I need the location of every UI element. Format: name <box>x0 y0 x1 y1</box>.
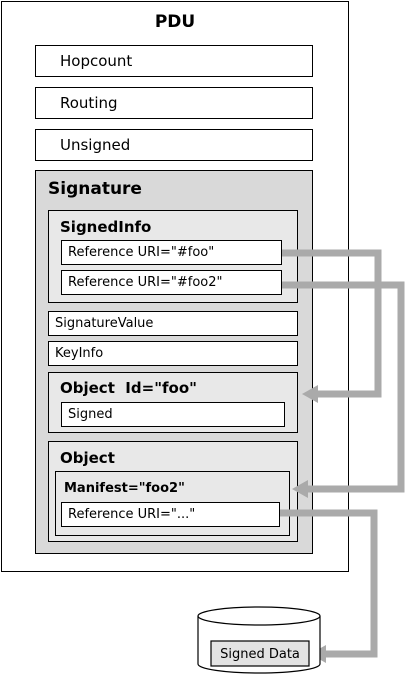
manifest-title: Manifest="foo2" <box>64 481 185 496</box>
key-info-label: KeyInfo <box>55 346 104 361</box>
routing-field: Routing <box>35 87 313 119</box>
arrow-signed-data <box>280 509 378 658</box>
object-foo-signed-field: Signed <box>61 402 285 427</box>
signed-data-label: Signed Data <box>220 647 300 662</box>
signature-value-label: SignatureValue <box>55 316 154 331</box>
pdu-title: PDU <box>154 12 196 32</box>
object-foo-title: Object Id="foo" <box>60 379 197 397</box>
unsigned-label: Unsigned <box>60 136 131 154</box>
reference-foo2-label: Reference URI="#foo2" <box>68 275 223 290</box>
reference-foo2-field: Reference URI="#foo2" <box>61 270 282 295</box>
cylinder-top <box>197 606 321 626</box>
arrow-foo <box>282 249 382 398</box>
object-foo-signed-label: Signed <box>68 407 113 422</box>
signed-info-title: SignedInfo <box>60 218 152 236</box>
reference-foo-field: Reference URI="#foo" <box>61 240 282 265</box>
manifest-reference-label: Reference URI="..." <box>68 507 196 522</box>
arrowhead-foo <box>302 385 318 403</box>
signed-data-storage <box>197 606 321 674</box>
arrow-group <box>280 249 405 658</box>
manifest-reference-field: Reference URI="..." <box>61 502 280 527</box>
arrow-foo2 <box>282 281 405 493</box>
routing-label: Routing <box>60 94 118 112</box>
object-title: Object <box>60 449 115 467</box>
signature-title: Signature <box>48 179 142 199</box>
arrowhead-foo2 <box>292 480 308 498</box>
unsigned-field: Unsigned <box>35 129 313 161</box>
signature-value-field: SignatureValue <box>48 311 298 336</box>
hopcount-field: Hopcount <box>35 45 313 77</box>
hopcount-label: Hopcount <box>60 52 133 70</box>
key-info-field: KeyInfo <box>48 341 298 366</box>
reference-foo-label: Reference URI="#foo" <box>68 245 215 260</box>
signed-data-box <box>210 640 310 667</box>
